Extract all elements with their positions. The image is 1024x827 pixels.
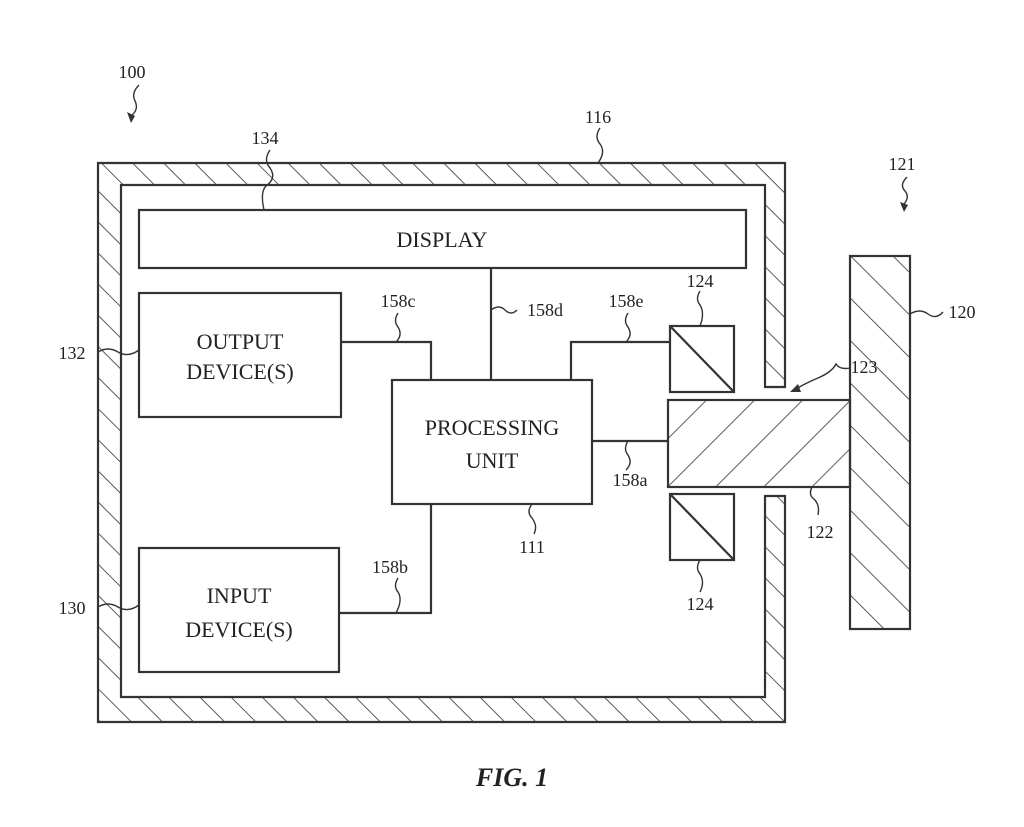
- label-158a: 158a: [613, 470, 648, 490]
- input-devices-block: INPUT DEVICE(S): [137, 546, 341, 674]
- display-label: DISPLAY: [397, 227, 488, 252]
- leader-123: [793, 362, 851, 391]
- crown-head: [848, 254, 912, 631]
- label-158e: 158e: [609, 291, 644, 311]
- housing: [96, 161, 787, 724]
- leader-158e: [624, 312, 631, 343]
- leader-130: [97, 603, 140, 611]
- output-label-line2: DEVICE(S): [186, 359, 294, 384]
- label-158d: 158d: [527, 300, 563, 320]
- label-121: 121: [889, 154, 916, 174]
- label-124-top: 124: [687, 271, 714, 291]
- label-158c: 158c: [381, 291, 416, 311]
- leader-116: [596, 127, 604, 164]
- connection-158b: [339, 504, 433, 615]
- leader-100: [131, 84, 140, 116]
- arrow-100: [127, 112, 135, 123]
- leader-124-top: [696, 290, 704, 327]
- connection-158c: [341, 340, 433, 380]
- leader-158d: [490, 306, 518, 314]
- label-122: 122: [807, 522, 834, 542]
- leader-124-bottom: [696, 559, 704, 593]
- display-block: DISPLAY: [137, 208, 748, 270]
- leader-122: [809, 486, 820, 516]
- label-158b: 158b: [372, 557, 408, 577]
- figure-caption: FIG. 1: [475, 763, 548, 792]
- label-116: 116: [585, 107, 611, 127]
- label-130: 130: [59, 598, 86, 618]
- leader-134: [261, 149, 274, 211]
- leader-158b: [394, 577, 401, 614]
- label-100: 100: [119, 62, 146, 82]
- processing-label-line2: UNIT: [466, 448, 519, 473]
- sensor-bottom: [668, 492, 736, 562]
- crown-shaft: [666, 398, 852, 489]
- output-label-line1: OUTPUT: [197, 329, 284, 354]
- label-132: 132: [59, 343, 86, 363]
- label-134: 134: [252, 128, 279, 148]
- connection-158e: [569, 340, 670, 380]
- sensor-top: [668, 324, 736, 394]
- leader-132: [97, 348, 140, 356]
- label-123: 123: [851, 357, 878, 377]
- output-devices-block: OUTPUT DEVICE(S): [137, 291, 343, 419]
- arrow-121: [900, 202, 908, 212]
- leader-111: [528, 503, 537, 535]
- input-label-line1: INPUT: [207, 583, 272, 608]
- input-label-line2: DEVICE(S): [185, 617, 293, 642]
- processing-label-line1: PROCESSING: [425, 415, 560, 440]
- leader-120: [909, 310, 944, 318]
- leader-121: [901, 176, 908, 205]
- leader-158c: [394, 312, 401, 343]
- leader-158a: [624, 440, 631, 471]
- label-111: 111: [519, 537, 545, 557]
- label-124-bottom: 124: [687, 594, 714, 614]
- label-120: 120: [949, 302, 976, 322]
- arrow-123: [790, 384, 801, 392]
- processing-unit-block: PROCESSING UNIT: [390, 378, 594, 506]
